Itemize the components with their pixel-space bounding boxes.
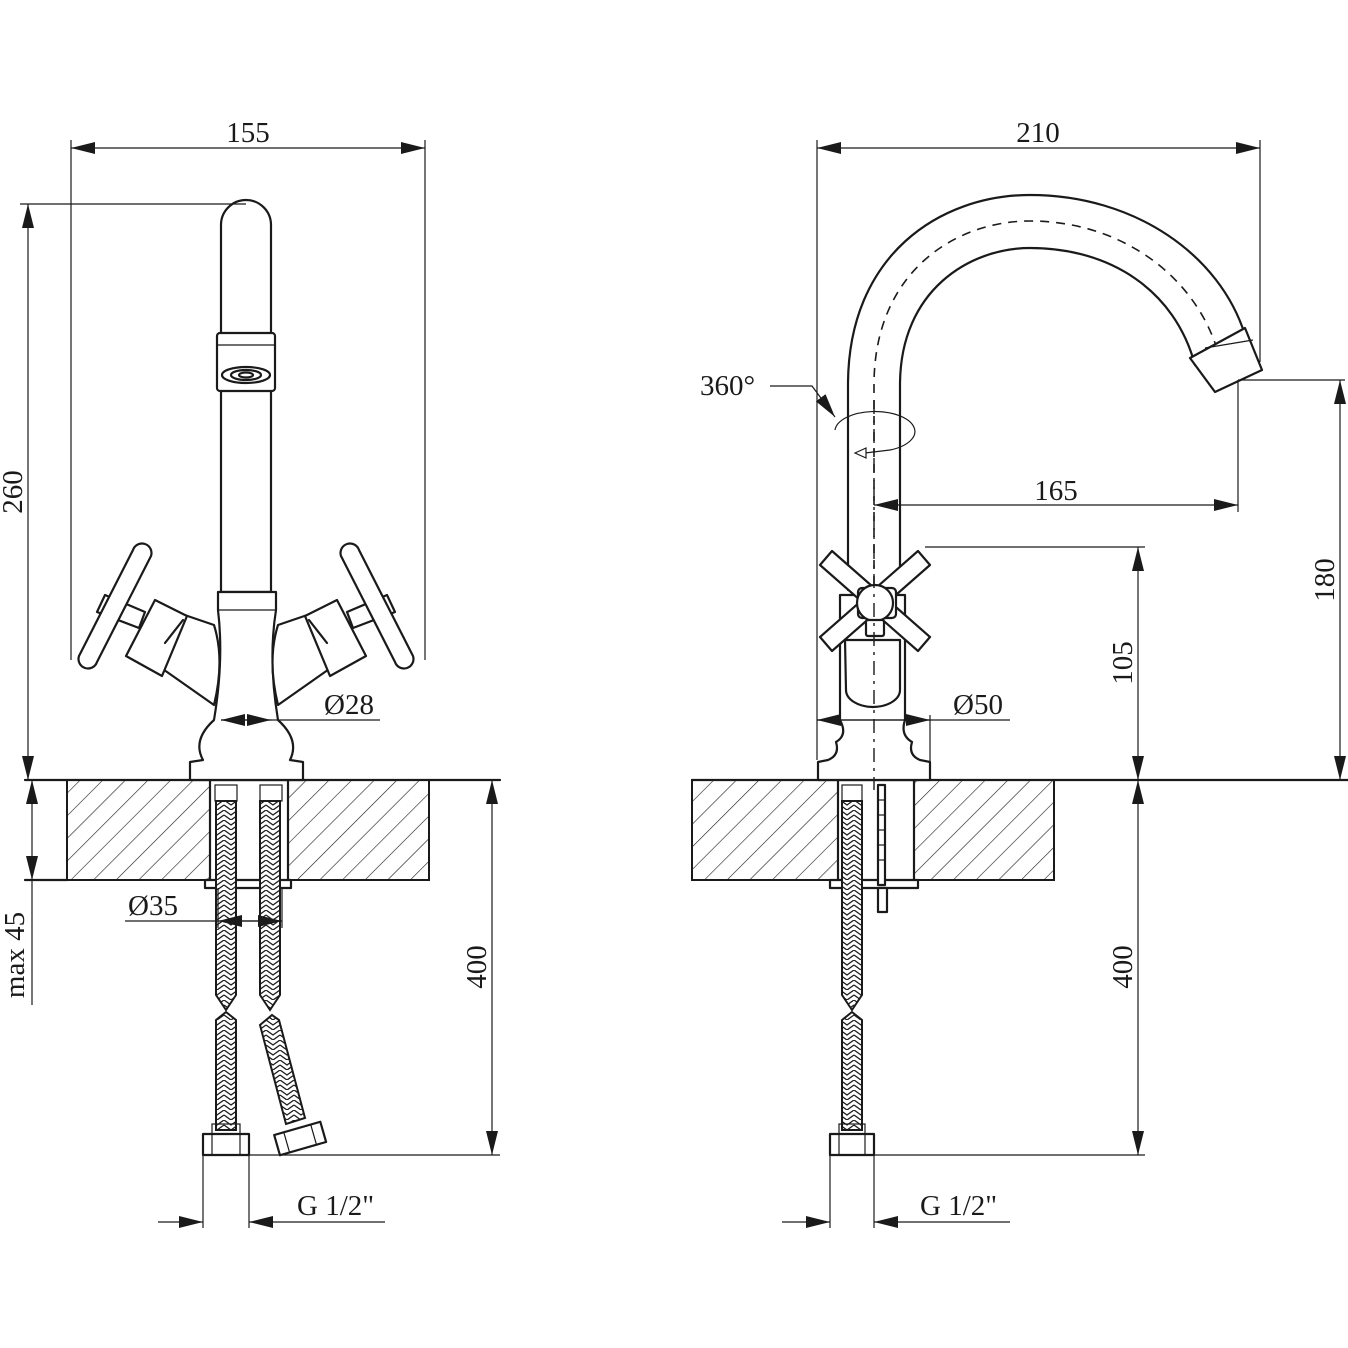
side-body bbox=[816, 593, 932, 782]
side-connection-label: G 1/2" bbox=[920, 1190, 997, 1222]
side-countertop bbox=[690, 778, 1348, 882]
front-spout bbox=[215, 198, 277, 594]
front-hoses bbox=[201, 784, 328, 1157]
side-hose-length-label: 400 bbox=[1107, 945, 1139, 989]
hole-diameter-label: Ø35 bbox=[128, 890, 178, 922]
side-hose bbox=[828, 783, 920, 1157]
side-spout bbox=[846, 193, 1264, 592]
rotation-label: 360° bbox=[700, 370, 755, 402]
side-cross-handle bbox=[818, 549, 932, 653]
reach-label: 165 bbox=[1034, 475, 1078, 507]
front-right-handle bbox=[271, 542, 415, 707]
handle-height-label: 105 bbox=[1107, 641, 1139, 685]
front-view: 155 260 Ø28 Ø35 max 45 400 bbox=[0, 117, 502, 1228]
height-260-label: 260 bbox=[0, 470, 29, 514]
spout-diameter-label: Ø28 bbox=[324, 689, 374, 721]
front-dimensions: 155 260 Ø28 Ø35 max 45 400 bbox=[0, 117, 500, 1228]
hose-length-label: 400 bbox=[461, 945, 493, 989]
front-left-handle bbox=[77, 542, 221, 707]
spout-height-label: 180 bbox=[1309, 558, 1341, 602]
side-dimensions: 210 360° 165 180 105 Ø50 400 bbox=[700, 117, 1346, 1228]
width-155-label: 155 bbox=[226, 117, 270, 149]
front-connection-label: G 1/2" bbox=[297, 1190, 374, 1222]
base-diameter-label: Ø50 bbox=[953, 689, 1003, 721]
width-210-label: 210 bbox=[1016, 117, 1060, 149]
deck-thickness-label: max 45 bbox=[0, 912, 31, 998]
side-view: 210 360° 165 180 105 Ø50 400 bbox=[690, 117, 1348, 1228]
